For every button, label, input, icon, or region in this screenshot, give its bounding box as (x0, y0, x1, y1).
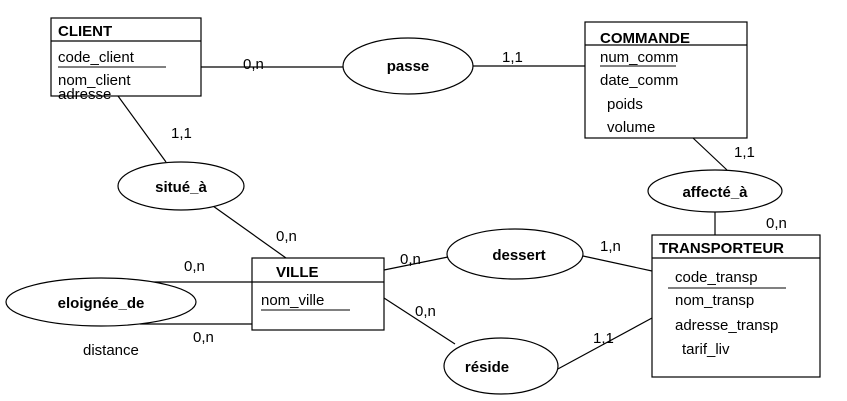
relationship-attr-distance: distance (83, 342, 139, 359)
entity-transporteur-box (651, 234, 821, 378)
attr-tarif-liv: tarif_liv (682, 341, 730, 358)
line-commande-affecte (692, 137, 728, 171)
card-client-situe: 1,1 (171, 125, 192, 142)
relationship-situe-a: situé_à (117, 161, 245, 211)
card-ville-situe: 0,n (276, 228, 297, 245)
relationship-affecte-a: affecté_à (647, 169, 783, 213)
relationship-dessert-label: dessert (492, 247, 545, 264)
entity-client-box (50, 17, 202, 97)
relationship-affecte-a-label: affecté_à (682, 184, 748, 201)
attr-num-comm: num_comm (600, 49, 678, 66)
attr-date-comm: date_comm (600, 72, 678, 89)
relationship-dessert: dessert (446, 228, 584, 280)
relationship-passe-label: passe (387, 58, 430, 75)
attr-volume: volume (607, 119, 655, 136)
attr-adresse: adresse (58, 86, 111, 103)
entity-transporteur: TRANSPORTEUR code_transp nom_transp adre… (651, 234, 821, 378)
attr-poids: poids (607, 96, 643, 113)
relationship-reside-shape (443, 337, 559, 395)
entity-commande-title: COMMANDE (600, 30, 690, 47)
card-ville-dessert: 0,n (400, 251, 421, 268)
card-commande-passe: 1,1 (502, 49, 523, 66)
relationship-eloignee-de: eloignée_de distance (5, 277, 197, 359)
entity-ville-box (251, 257, 385, 331)
entity-commande-box (584, 21, 748, 139)
line-ville-reside (383, 297, 456, 345)
attr-nom-client: nom_client (58, 72, 131, 89)
card-ville-reside: 0,n (415, 303, 436, 320)
attr-adresse-transp: adresse_transp (675, 317, 778, 334)
attr-code-client: code_client (58, 49, 135, 66)
line-reside-transporteur (555, 317, 653, 371)
connectors (117, 65, 728, 371)
relationship-affecte-a-shape (647, 169, 783, 213)
entity-ville: VILLE nom_ville (251, 257, 385, 331)
entity-ville-title: VILLE (276, 264, 319, 281)
card-commande-affecte: 1,1 (734, 144, 755, 161)
line-ville-dessert (383, 256, 449, 271)
attr-nom-ville: nom_ville (261, 292, 324, 309)
relationship-reside-label: réside (465, 359, 509, 376)
line-situe-ville (212, 205, 287, 259)
line-client-situe (117, 95, 167, 163)
relationship-reside: réside (443, 337, 559, 395)
relationship-passe-shape (342, 37, 474, 95)
cardinalities: 0,n 1,1 1,1 0,n 1,1 0,n 0,n 1,n 0,n 1,1 … (171, 49, 787, 347)
entity-client-title: CLIENT (58, 23, 112, 40)
relationship-situe-a-label: situé_à (155, 179, 207, 196)
entity-transporteur-title: TRANSPORTEUR (659, 240, 784, 257)
relationship-dessert-shape (446, 228, 584, 280)
card-client-passe: 0,n (243, 56, 264, 73)
relationship-eloignee-de-label: eloignée_de (58, 295, 145, 312)
card-transporteur-reside: 1,1 (593, 330, 614, 347)
attr-nom-transp: nom_transp (675, 292, 754, 309)
line-dessert-transporteur (582, 255, 653, 272)
relationship-situe-a-shape (117, 161, 245, 211)
card-transporteur-dessert: 1,n (600, 238, 621, 255)
card-transporteur-affecte: 0,n (766, 215, 787, 232)
attr-code-transp: code_transp (675, 269, 758, 286)
card-ville-eloignee-top: 0,n (184, 258, 205, 275)
entity-client: CLIENT code_client nom_client adresse (50, 17, 202, 103)
relationship-eloignee-de-shape (5, 277, 197, 327)
card-ville-eloignee-bottom: 0,n (193, 329, 214, 346)
relationship-passe: passe (342, 37, 474, 95)
entity-commande: COMMANDE num_comm date_comm poids volume (584, 21, 748, 139)
